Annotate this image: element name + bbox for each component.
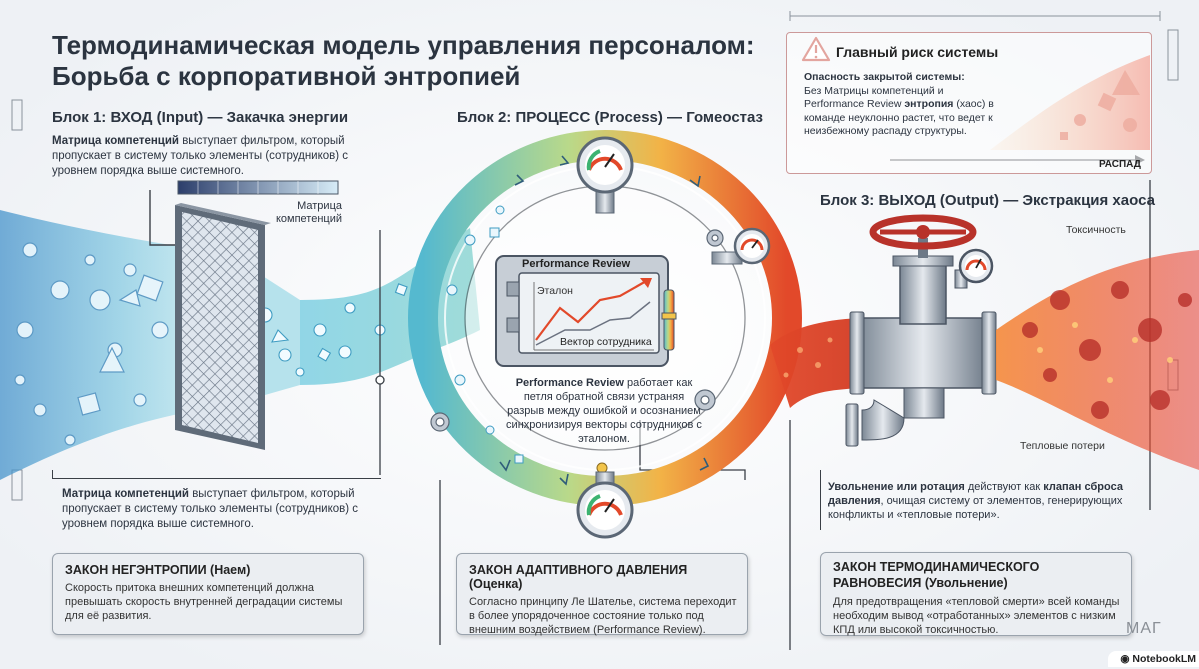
- risk-box: [786, 32, 1152, 174]
- risk-text: Опасность закрытой системы: Без Матрицы …: [804, 71, 994, 137]
- block2-desc: Performance Review работает как петля об…: [506, 377, 702, 445]
- brand-badge: ◉ NotebookLM: [1108, 651, 1199, 667]
- block1-callout: [52, 470, 381, 479]
- gauge-top: [576, 136, 634, 214]
- law-adaptive-body: Согласно принципу Ле Шателье, система пе…: [469, 596, 737, 636]
- heat-loss-label: Тепловые потери: [1020, 440, 1105, 452]
- law-negentropy-card: ЗАКОН НЕГЭНТРОПИИ (Наем) Скорость приток…: [52, 553, 364, 635]
- law-equilibrium-body: Для предотвращения «тепловой смерти» все…: [833, 596, 1120, 636]
- monitor-title: Performance Review: [522, 258, 631, 270]
- pressure-valve: [845, 214, 997, 447]
- performance-review-monitor: [495, 255, 677, 367]
- block1-top-text: Матрица компетенций выступает фильтром, …: [52, 135, 349, 177]
- law-negentropy-body: Скорость притока внешних компетенций дол…: [65, 582, 343, 622]
- law-negentropy-heading: ЗАКОН НЕГЭНТРОПИИ (Наем): [65, 563, 251, 577]
- block1-bottom-text: Матрица компетенций выступает фильтром, …: [62, 488, 359, 530]
- gauge-right: [711, 227, 771, 265]
- law-adaptive-heading: ЗАКОН АДАПТИВНОГО ДАВЛЕНИЯ (Оценка): [469, 563, 688, 591]
- etalon-label: Эталон: [537, 285, 573, 297]
- law-equilibrium-heading: ЗАКОН ТЕРМОДИНАМИЧЕСКОГО РАВНОВЕСИЯ (Уво…: [833, 560, 1040, 590]
- block1-heading: Блок 1: ВХОД (Input) — Закачка энергии: [52, 109, 349, 126]
- signature: МАГ: [1126, 620, 1162, 637]
- law-equilibrium-card: ЗАКОН ТЕРМОДИНАМИЧЕСКОГО РАВНОВЕСИЯ (Уво…: [820, 552, 1132, 636]
- toxicity-label: Токсичность: [1066, 224, 1126, 236]
- competency-filter: [175, 203, 271, 450]
- page-title: Термодинамическая модель управления перс…: [52, 30, 755, 91]
- brand-icon: ◉: [1120, 653, 1130, 665]
- gauge-bottom: [576, 471, 634, 539]
- block3-desc: Увольнение или ротация действуют как кла…: [828, 481, 1123, 521]
- block3-callout: [820, 470, 1151, 530]
- decay-label: РАСПАД: [1099, 159, 1141, 170]
- vector-label: Вектор сотрудника: [560, 336, 652, 348]
- block3-heading: Блок 3: ВЫХОД (Output) — Экстракция хаос…: [820, 192, 1155, 209]
- law-adaptive-card: ЗАКОН АДАПТИВНОГО ДАВЛЕНИЯ (Оценка) Согл…: [456, 553, 748, 636]
- matrix-label: Матрица компетенций: [275, 200, 342, 225]
- block2-heading: Блок 2: ПРОЦЕСС (Process) — Гомеостаз: [457, 109, 763, 126]
- risk-heading: Главный риск системы: [836, 44, 999, 60]
